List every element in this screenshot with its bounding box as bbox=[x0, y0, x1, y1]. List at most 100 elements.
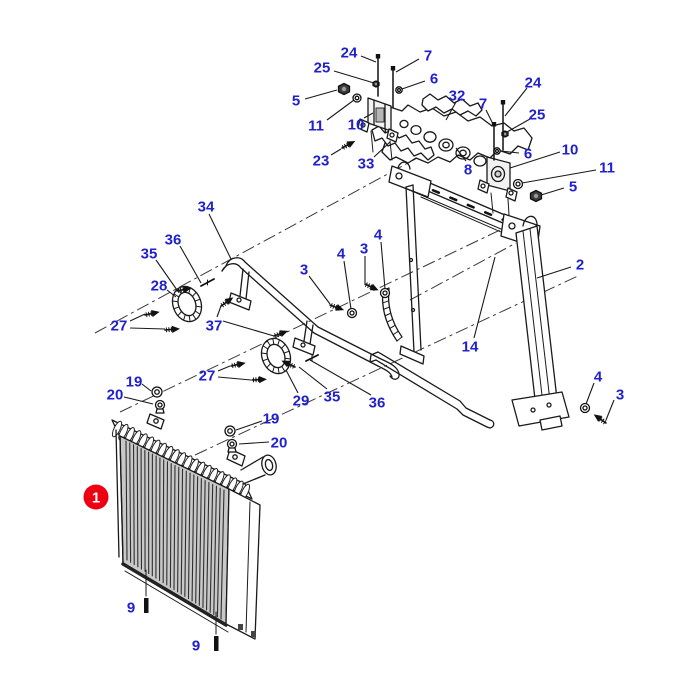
bolt-thread bbox=[182, 287, 185, 293]
bolt-thread bbox=[274, 333, 277, 338]
ring-tick bbox=[272, 366, 275, 373]
fastener-nut bbox=[529, 189, 543, 203]
arm-tick bbox=[389, 324, 396, 329]
grommet-hole bbox=[229, 441, 235, 447]
bolt-thread bbox=[278, 331, 282, 337]
leader-line bbox=[401, 80, 426, 90]
corrugation-loop bbox=[111, 420, 123, 438]
line-shape bbox=[239, 268, 244, 297]
bolt-thread bbox=[145, 312, 148, 318]
line-shape bbox=[412, 184, 422, 351]
leader-line bbox=[217, 365, 231, 372]
ring-tick bbox=[194, 310, 201, 315]
arm-tick bbox=[386, 318, 394, 323]
ring-tick bbox=[277, 339, 280, 346]
fin-line bbox=[169, 463, 172, 588]
ring-tick bbox=[260, 352, 268, 355]
rect-shape bbox=[251, 631, 256, 637]
circle-shape bbox=[480, 183, 486, 189]
circle-shape bbox=[408, 257, 414, 263]
fastener-bolt bbox=[273, 330, 289, 338]
bolt-thread bbox=[292, 364, 295, 369]
nut-face bbox=[533, 193, 539, 199]
callout-36: 36 bbox=[369, 395, 386, 412]
fastener-bolt bbox=[164, 325, 180, 333]
callout-23: 23 bbox=[313, 153, 330, 170]
bolt-head bbox=[279, 330, 289, 337]
bolt-thread bbox=[330, 303, 333, 308]
bolt-thread bbox=[222, 301, 226, 306]
callout-25: 25 bbox=[314, 60, 331, 77]
ring-tick bbox=[173, 293, 180, 298]
fin-line bbox=[125, 440, 128, 561]
callout-3: 3 bbox=[360, 241, 368, 258]
leader-line bbox=[521, 169, 597, 184]
callout-6: 6 bbox=[430, 71, 438, 88]
circle-shape bbox=[153, 418, 159, 424]
callout-25: 25 bbox=[529, 107, 546, 124]
fin-line bbox=[184, 470, 187, 597]
path-shape bbox=[225, 257, 400, 380]
bolt-thread bbox=[276, 332, 279, 338]
fin-line bbox=[177, 466, 180, 593]
leader-line bbox=[536, 266, 572, 279]
callout-2: 2 bbox=[576, 257, 584, 274]
leader-line bbox=[129, 327, 166, 330]
leader-line bbox=[500, 150, 520, 154]
line-shape bbox=[522, 230, 544, 405]
bolt-thread bbox=[344, 143, 347, 149]
washer-inner bbox=[494, 148, 500, 154]
bracket-10-left bbox=[357, 97, 399, 161]
badge-number: 1 bbox=[92, 490, 100, 507]
bolt-thread bbox=[365, 282, 368, 287]
fastener-washer bbox=[395, 86, 403, 94]
leader-line bbox=[166, 289, 177, 298]
ellipse-shape bbox=[266, 343, 286, 369]
fan-ring-28 bbox=[171, 285, 203, 323]
polygon-shape bbox=[357, 118, 370, 133]
callout-37: 37 bbox=[206, 318, 223, 335]
fin-line bbox=[202, 480, 206, 609]
grommet-hole bbox=[157, 402, 163, 408]
polygon-shape bbox=[388, 165, 432, 198]
rod-head bbox=[375, 54, 381, 59]
lower-cross-rail bbox=[369, 351, 495, 429]
line-shape bbox=[529, 228, 551, 402]
leader-line bbox=[208, 213, 232, 260]
washer-outer bbox=[395, 86, 403, 94]
leader-line bbox=[540, 187, 565, 196]
leader-line bbox=[506, 118, 531, 133]
rod-head bbox=[390, 66, 396, 71]
fastener-bolt bbox=[251, 376, 267, 384]
fin-line bbox=[209, 483, 214, 613]
washer-inner bbox=[396, 87, 402, 93]
line-shape bbox=[124, 570, 229, 633]
ring-tick bbox=[195, 305, 203, 308]
washer-outer bbox=[224, 425, 236, 437]
fastener-long-bolt bbox=[375, 54, 381, 97]
line-shape bbox=[370, 130, 374, 153]
line-shape bbox=[507, 198, 510, 216]
line-shape bbox=[221, 265, 227, 272]
leader-line bbox=[473, 256, 496, 339]
callout-32: 32 bbox=[449, 88, 466, 105]
fastener-washer bbox=[352, 93, 362, 103]
washer-outer bbox=[512, 178, 524, 190]
leader-line bbox=[285, 369, 299, 394]
washer-inner bbox=[349, 310, 355, 316]
line-shape bbox=[245, 271, 250, 300]
arm-tick bbox=[384, 312, 392, 317]
callout-36: 36 bbox=[165, 232, 182, 249]
ring-tick bbox=[173, 306, 180, 310]
center-line bbox=[194, 274, 581, 456]
bolt-thread bbox=[236, 362, 239, 368]
leader-line bbox=[217, 376, 252, 381]
arm-tick bbox=[392, 330, 399, 336]
callout-10: 10 bbox=[348, 117, 365, 134]
callout-6: 6 bbox=[524, 146, 532, 163]
ring-tick bbox=[262, 358, 269, 362]
bolt-thread bbox=[220, 303, 224, 308]
leader-line bbox=[308, 275, 331, 305]
ring-tick bbox=[283, 350, 290, 354]
